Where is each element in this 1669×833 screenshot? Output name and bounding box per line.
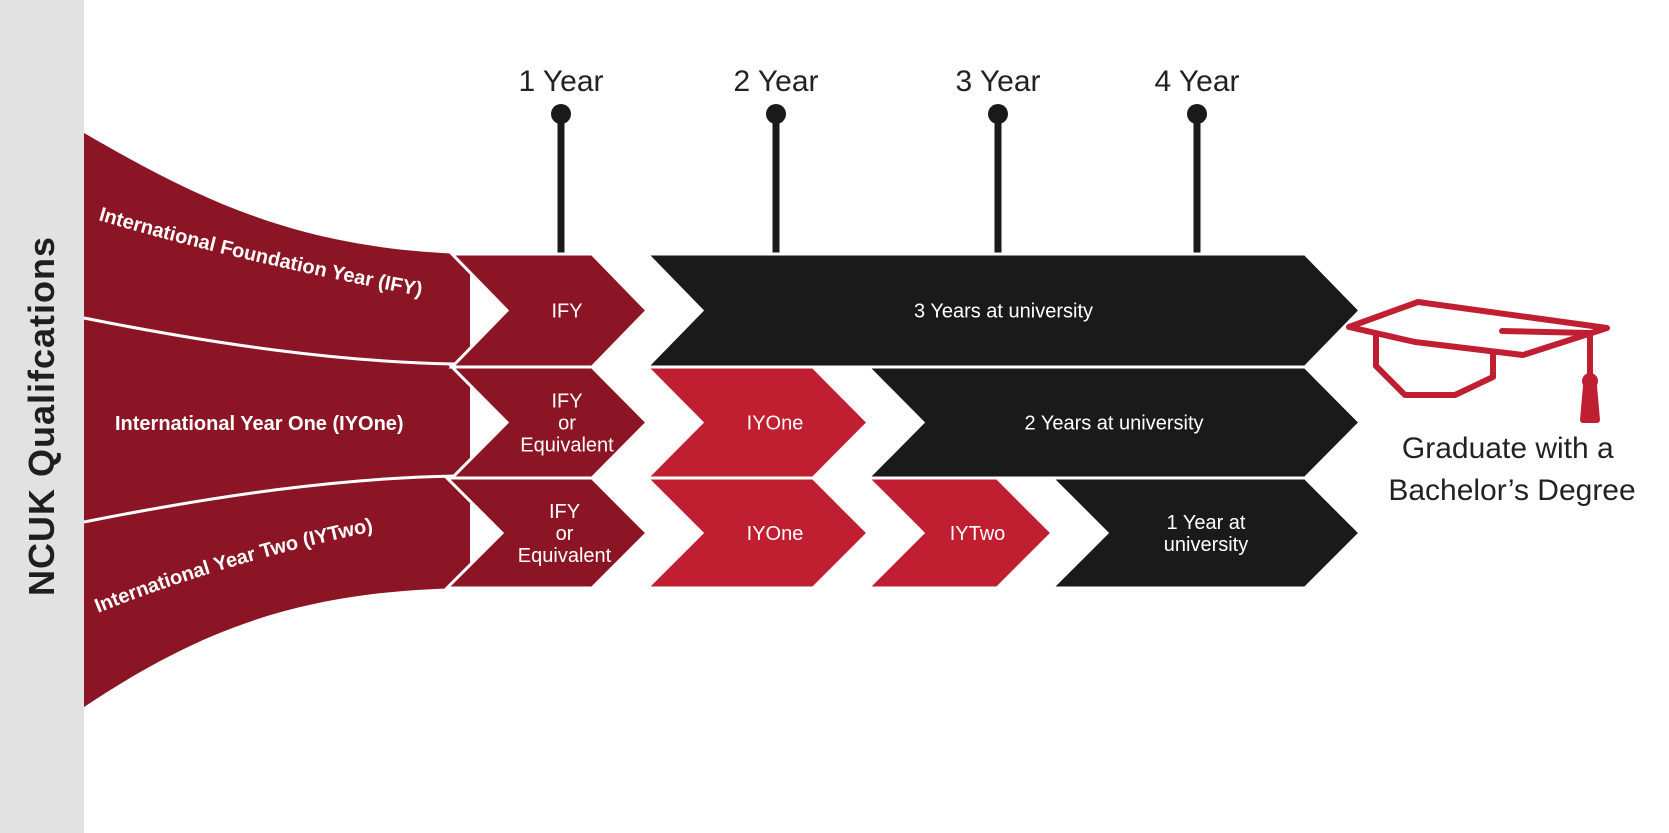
route-2-stage-2-label: IYOne xyxy=(747,413,804,435)
stage-label-line: IYOne xyxy=(747,413,804,435)
stage-label-line: IYTwo xyxy=(950,523,1006,545)
timeline-tick-dot xyxy=(766,104,786,124)
timeline-tick-dot xyxy=(988,104,1008,124)
stage-label-line: IFY xyxy=(551,301,582,323)
timeline-tick-label: 4 Year xyxy=(1154,65,1239,98)
funnel-divider-1 xyxy=(83,316,456,366)
route-3-stage-1-arrow xyxy=(443,476,650,590)
outcome-text: Graduate with a Bachelor’s Degree xyxy=(1388,432,1635,507)
timeline-tick-label: 2 Year xyxy=(733,65,818,98)
timeline-tick-label: 1 Year xyxy=(518,65,603,98)
route-1-stage-1-arrow xyxy=(448,252,650,369)
stage-label-line: 1 Year at xyxy=(1167,512,1246,534)
sidebar: NCUK Qualifcations xyxy=(0,0,84,833)
route-1-stage-1-label: IFY xyxy=(551,301,582,323)
stage-label-line: university xyxy=(1164,534,1248,556)
stage-label-line: or xyxy=(556,523,574,545)
route-3-stage-2-label: IYOne xyxy=(747,523,804,545)
stage-label-line: 2 Years at university xyxy=(1025,413,1204,435)
timeline-tick-dot xyxy=(551,104,571,124)
route-3-stage-3-label: IYTwo xyxy=(950,523,1006,545)
route-1-stage-2-label: 3 Years at university xyxy=(914,301,1093,323)
funnel-shape xyxy=(84,133,470,707)
stage-label-line: IFY xyxy=(549,501,580,523)
route-2-stage-1-arrow xyxy=(448,365,650,480)
stage-label-line: IFY xyxy=(551,391,582,413)
route-3-stage-4-arrow xyxy=(1048,476,1363,590)
graduation-cap-icon xyxy=(1346,299,1610,423)
stage-label-line: Equivalent xyxy=(520,435,614,457)
stage-label-line: IYOne xyxy=(747,523,804,545)
route-2-name: International Year One (IYOne) xyxy=(115,413,404,435)
stage-label-line: Equivalent xyxy=(518,545,612,567)
outcome-line-1: Graduate with a xyxy=(1402,432,1614,465)
route-2-stage-3-label: 2 Years at university xyxy=(1025,413,1204,435)
funnel-divider-2 xyxy=(83,474,456,524)
stage-label-line: or xyxy=(558,413,576,435)
timeline-tick-label: 3 Year xyxy=(955,65,1040,98)
stage-label-line: 3 Years at university xyxy=(914,301,1093,323)
route-3-stage-3-arrow xyxy=(864,476,1055,590)
outcome-line-2: Bachelor’s Degree xyxy=(1388,474,1635,507)
timeline-tick-dot xyxy=(1187,104,1207,124)
route-3-stage-2-arrow xyxy=(643,476,871,590)
timeline: 1 Year 2 Year 3 Year 4 Year xyxy=(518,65,1240,254)
